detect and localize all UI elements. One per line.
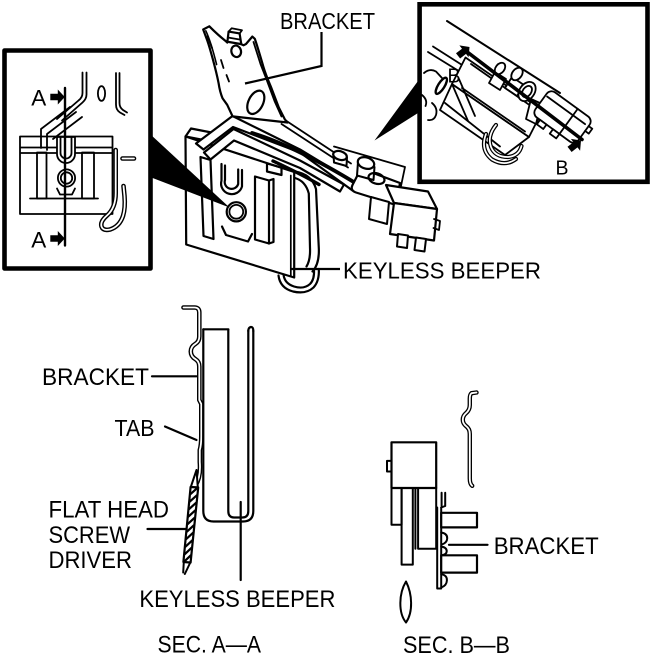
svg-text:A: A bbox=[31, 86, 46, 111]
svg-text:TAB: TAB bbox=[115, 415, 155, 441]
svg-text:BRACKET: BRACKET bbox=[42, 364, 149, 391]
svg-text:DRIVER: DRIVER bbox=[49, 547, 133, 574]
svg-text:SCREW: SCREW bbox=[49, 522, 131, 549]
svg-text:KEYLESS BEEPER: KEYLESS BEEPER bbox=[343, 258, 541, 284]
svg-text:BRACKET: BRACKET bbox=[280, 8, 375, 34]
svg-text:B: B bbox=[556, 156, 569, 179]
svg-text:FLAT HEAD: FLAT HEAD bbox=[49, 497, 170, 524]
svg-text:B: B bbox=[448, 65, 461, 88]
svg-text:A: A bbox=[31, 228, 46, 253]
svg-text:SEC. B—B: SEC. B—B bbox=[403, 632, 510, 658]
svg-text:KEYLESS BEEPER: KEYLESS BEEPER bbox=[139, 586, 335, 613]
svg-text:SEC. A—A: SEC. A—A bbox=[158, 632, 262, 658]
svg-text:BRACKET: BRACKET bbox=[494, 533, 599, 560]
